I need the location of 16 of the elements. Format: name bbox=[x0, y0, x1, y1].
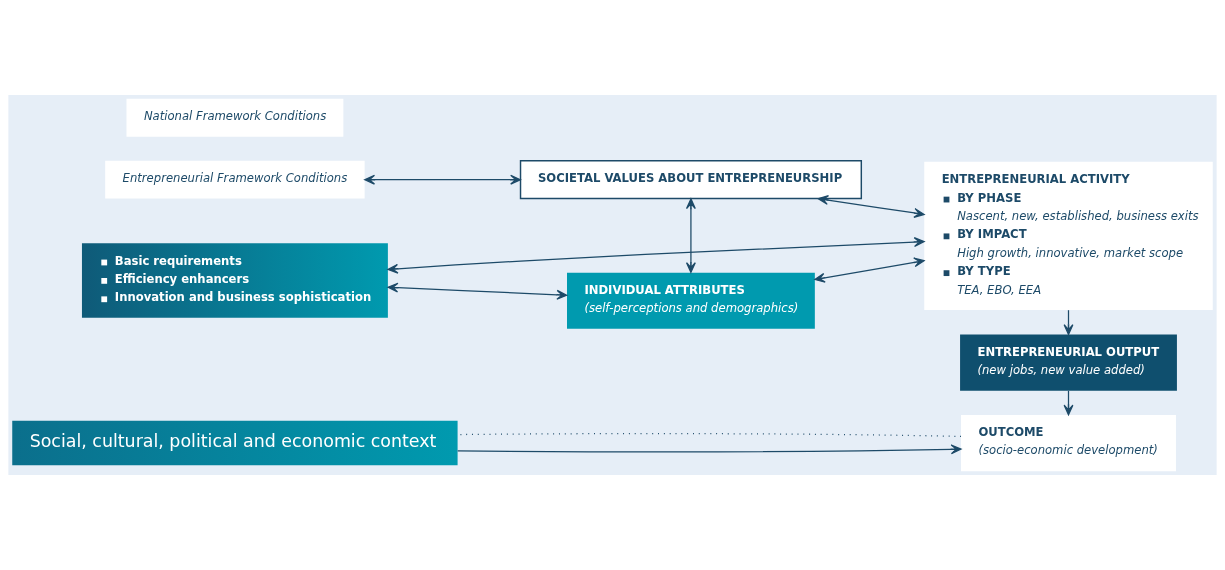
node-box: SOCIETAL VALUES ABOUT ENTREPRENEURSHIP bbox=[519, 160, 863, 200]
arrow bbox=[685, 198, 696, 273]
node-box: Basic requirements Efficiency enhancers Innovation and business sophistication bbox=[81, 243, 388, 318]
node-box: INDIVIDUAL ATTRIBUTES (self-perceptions and demographics) bbox=[567, 272, 815, 329]
arrow bbox=[387, 282, 568, 300]
arrow bbox=[457, 444, 962, 455]
arrow bbox=[817, 195, 925, 218]
arrow bbox=[387, 237, 925, 274]
node-box: Entrepreneurial Framework Conditions bbox=[105, 160, 365, 199]
node-box: ENTREPRENEURIAL ACTIVITY BY PHASE Nascent, new, established, business exits BY IMPACT High growth, innovative, market scope BY TYPE TEA, EBO, EEA bbox=[924, 161, 1213, 310]
node-box: OUTCOME (socio-economic development) bbox=[961, 414, 1176, 472]
arrow bbox=[814, 257, 925, 283]
node-box: National Framework Conditions bbox=[126, 98, 344, 137]
node-box: Social, cultural, political and economic context bbox=[12, 420, 458, 466]
arrow bbox=[364, 174, 522, 185]
node-box: ENTREPRENEURIAL OUTPUT (new jobs, new value added) bbox=[960, 334, 1177, 391]
